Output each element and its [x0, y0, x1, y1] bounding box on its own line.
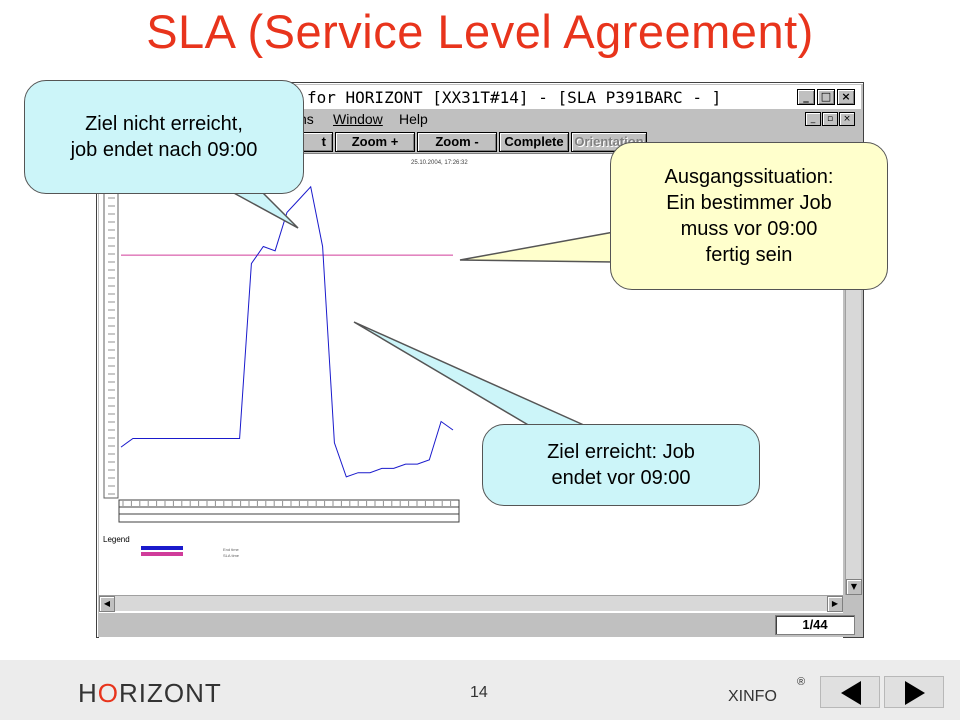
chart-header: 25.10.2004, 17:26:32 [411, 160, 468, 166]
legend-label-sla-time: SLA time [223, 553, 240, 558]
triangle-right-icon [905, 681, 925, 705]
close-button[interactable]: × [837, 89, 855, 105]
callout-tail-top-left [231, 191, 299, 229]
legend: End time SLA time [141, 546, 240, 558]
callout-tail-right [459, 231, 615, 263]
legend-swatch-end-time [141, 546, 183, 550]
legend-title: Legend [103, 535, 130, 544]
mdi-restore-button[interactable]: ▫ [822, 112, 838, 126]
legend-label-end-time: End time [223, 547, 240, 552]
mdi-minimize-button[interactable]: _ [805, 112, 821, 126]
status-bar: 1/44 [99, 613, 861, 637]
menu-item-window[interactable]: Window [333, 111, 383, 127]
callout-top-left-line-1: Ziel nicht erreicht, [85, 113, 243, 135]
window-controls: _ □ × [797, 89, 855, 105]
callout-right-line-2: Ein bestimmer Job [666, 192, 832, 214]
scroll-right-icon[interactable]: ▶ [827, 596, 843, 612]
mdi-close-button[interactable]: × [839, 112, 855, 126]
scroll-left-icon[interactable]: ◀ [99, 596, 115, 612]
brand-o: O [97, 678, 120, 708]
end-time-series-line [120, 185, 454, 478]
sla-chart: 25.10.2004, 17:26:32 Legend End time SLA… [103, 159, 468, 558]
footer: HORIZONT 14 XINFO ® [0, 660, 960, 720]
registered-mark: ® [797, 676, 806, 688]
mdi-controls: _ ▫ × [805, 112, 855, 126]
callout-top-left-line-2: job endet nach 09:00 [70, 139, 258, 161]
callout-bottom: Ziel erreicht: Job endet vor 09:00 [482, 424, 760, 506]
next-slide-button[interactable] [884, 676, 944, 708]
callout-bottom-line-1: Ziel erreicht: Job [547, 441, 695, 463]
brand-h: H [78, 678, 98, 708]
page-indicator: 1/44 [775, 615, 855, 635]
minimize-button[interactable]: _ [797, 89, 815, 105]
triangle-left-icon [841, 681, 861, 705]
complete-button[interactable]: Complete [499, 132, 569, 152]
callout-bottom-line-2: endet vor 09:00 [551, 467, 691, 489]
callout-tail-bottom [353, 321, 587, 427]
zoom-in-button[interactable]: Zoom + [335, 132, 415, 152]
xinfo-label: XINFO [728, 688, 777, 705]
slide-title: SLA (Service Level Agreement) [146, 5, 814, 58]
legend-swatch-sla-time [141, 552, 183, 556]
x-axis-strip [118, 499, 460, 523]
zoom-out-button[interactable]: Zoom - [417, 132, 497, 152]
brand-rest: RIZONT [119, 678, 222, 708]
page-number: 14 [470, 684, 488, 701]
scroll-down-icon[interactable]: ▼ [846, 579, 862, 595]
window-title: for HORIZONT [XX31T#14] - [SLA P391BARC … [307, 88, 722, 107]
horizont-logo: HORIZONT [78, 678, 222, 709]
horizontal-scrollbar[interactable]: ◀ ▶ [99, 595, 843, 612]
callout-top-left: Ziel nicht erreicht, job endet nach 09:0… [24, 80, 304, 194]
callout-right-line-3: muss vor 09:00 [680, 218, 818, 240]
maximize-button[interactable]: □ [817, 89, 835, 105]
menu-item-help[interactable]: Help [399, 111, 428, 127]
callout-right-line-1: Ausgangssituation: [664, 166, 834, 188]
callout-right-line-4: fertig sein [705, 244, 793, 266]
prev-slide-button[interactable] [820, 676, 880, 708]
callout-right: Ausgangssituation: Ein bestimmer Job mus… [610, 142, 888, 290]
